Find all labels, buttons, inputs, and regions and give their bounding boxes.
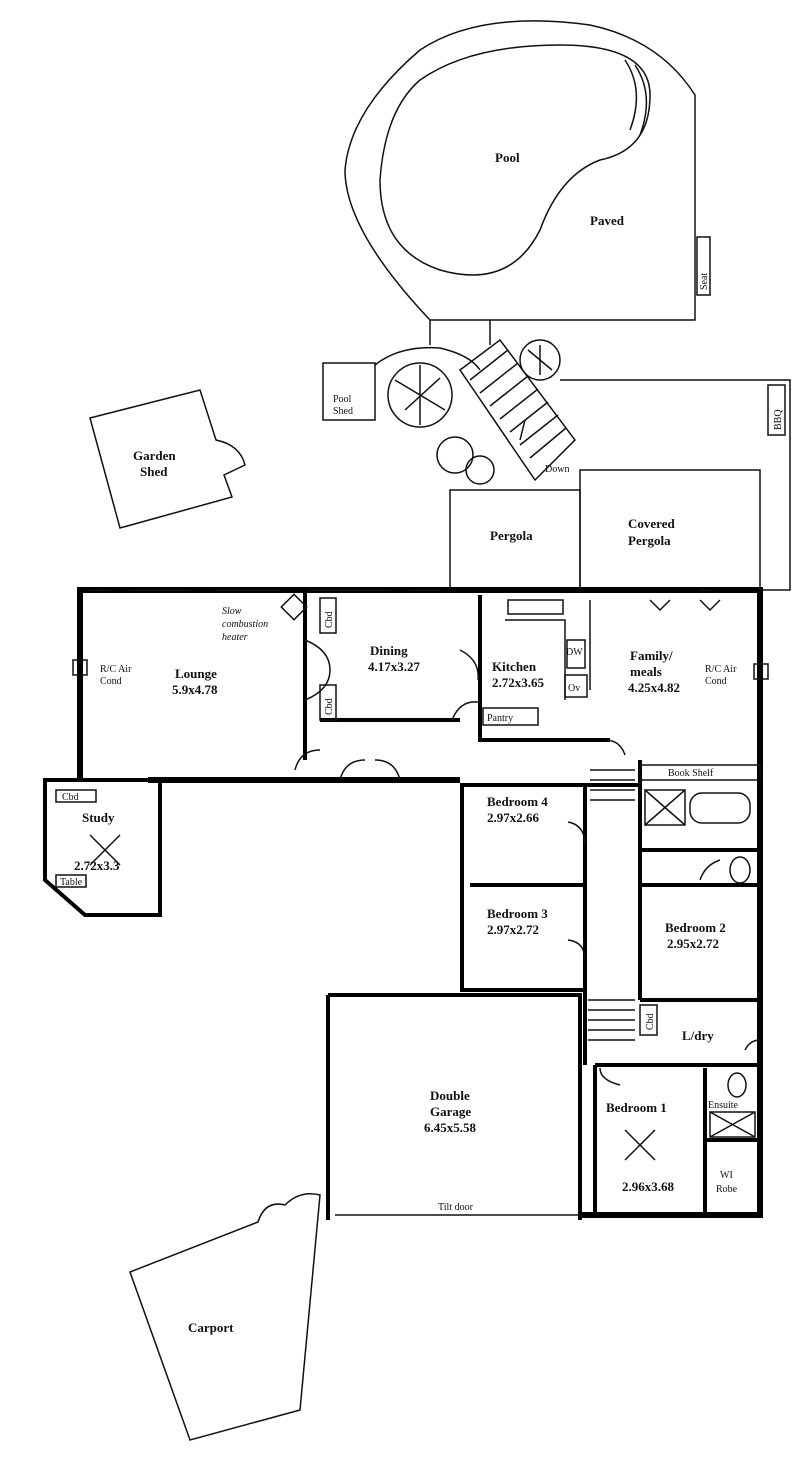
cbd-label: Cbd [645,1013,656,1030]
study-walls [43,778,162,917]
tilt-door-label: Tilt door [438,1202,474,1213]
tree-icon [387,362,453,428]
room-name: Bedroom 4 [487,794,548,809]
room-name: Garage [430,1104,471,1119]
room-size: 5.9x4.78 [172,682,218,697]
room-name: Double [430,1088,470,1103]
cooktop [566,639,586,669]
heater-icon [280,593,308,621]
garden-features: Pool Shed Down BBQ [322,338,791,591]
room-size: 2.95x2.72 [667,936,719,951]
wi-robe-label: Robe [716,1184,738,1195]
garden-shed: Garden Shed [89,389,246,529]
paved-label: Paved [590,213,625,228]
tree-icon [436,436,474,474]
aircon-label: R/C Air [100,664,132,675]
room-name: Bedroom 1 [606,1100,667,1115]
room-name: Lounge [175,666,217,681]
room-name: Study [82,810,115,825]
pantry [482,707,539,726]
room-size: 2.72x3.65 [492,675,545,690]
bbq [767,384,786,436]
room-size: 4.25x4.82 [628,680,680,695]
pool-outline [379,44,651,276]
table-label: Table [60,877,83,888]
doors [294,639,761,1086]
cbd-label: Cbd [324,611,335,628]
wi-robe-label: WI [720,1170,733,1181]
room-size: 2.96x3.68 [622,1179,675,1194]
covered-pergola-label: Pergola [628,533,671,548]
aircon-left [72,659,88,676]
room-size: 6.45x5.58 [424,1120,477,1135]
cbd-label: Cbd [62,792,79,803]
book-shelf [639,764,761,781]
room-name: meals [630,664,662,679]
garden-shed-label: Shed [140,464,168,479]
aircon-label: Cond [705,676,727,687]
carport: Carport [129,1193,321,1441]
fixtures: Slow combustion heater Cbd Cbd DW Ov Pan… [55,593,761,1213]
stairs [588,999,635,1041]
room-labels: Lounge 5.9x4.78 Dining 4.17x3.27 Kitchen… [74,643,726,1194]
shower [644,789,686,826]
kitchen-sink [507,599,564,615]
room-name: Dining [370,643,408,658]
pool-shed-label: Pool [333,394,352,405]
ensuite-label: Ensuite [708,1100,739,1111]
room-name: 4.17x3.27 [368,659,421,674]
seat [696,236,711,296]
ceiling-fan-icon [89,834,656,1161]
toilet-icon [727,1072,747,1098]
toilet-icon [729,856,751,884]
cupboard [55,789,97,803]
room-size: 2.97x2.72 [487,922,539,937]
dw-label: DW [566,647,583,658]
pool-shed [322,362,376,421]
oven [564,674,588,698]
heater-label: Slow [222,606,242,617]
garden-shed-label: Garden [133,448,176,463]
room-size: 2.72x3.3 [74,858,120,873]
room-name: Family/ [630,648,673,663]
carport-label: Carport [188,1320,234,1335]
table [55,874,87,888]
arrow-icon [519,419,526,441]
cupboard [319,597,337,634]
covered-pergola-label: Covered [628,516,675,531]
down-label: Down [545,464,569,475]
room-size: 2.97x2.66 [487,810,540,825]
aircon-right [753,663,769,680]
stairs [458,338,576,482]
room-name: L/dry [682,1028,714,1043]
room-name: Kitchen [492,659,537,674]
pool-area: Seat Pool Paved [344,20,711,345]
cupboard [319,684,337,721]
pantry-label: Pantry [487,713,513,724]
aircon-label: R/C Air [705,664,737,675]
bbq-label: BBQ [773,409,784,430]
aircon-label: Cond [100,676,122,687]
ov-label: Ov [568,683,580,694]
bath [689,792,751,824]
cbd-label: Cbd [324,698,335,715]
house-walls [43,587,769,1220]
shower [709,1111,756,1138]
book-shelf-label: Book Shelf [668,768,714,779]
room-name: Bedroom 3 [487,906,548,921]
seat-label: Seat [699,273,710,290]
pool-shed-label: Shed [333,406,353,417]
tree-icon [519,339,561,381]
cupboard [639,1004,658,1036]
heater-label: heater [222,632,248,643]
tree-icon [465,455,495,485]
pergola-label: Pergola [490,528,533,543]
pool-label: Pool [495,150,520,165]
heater-label: combustion [222,619,268,630]
room-name: Bedroom 2 [665,920,726,935]
